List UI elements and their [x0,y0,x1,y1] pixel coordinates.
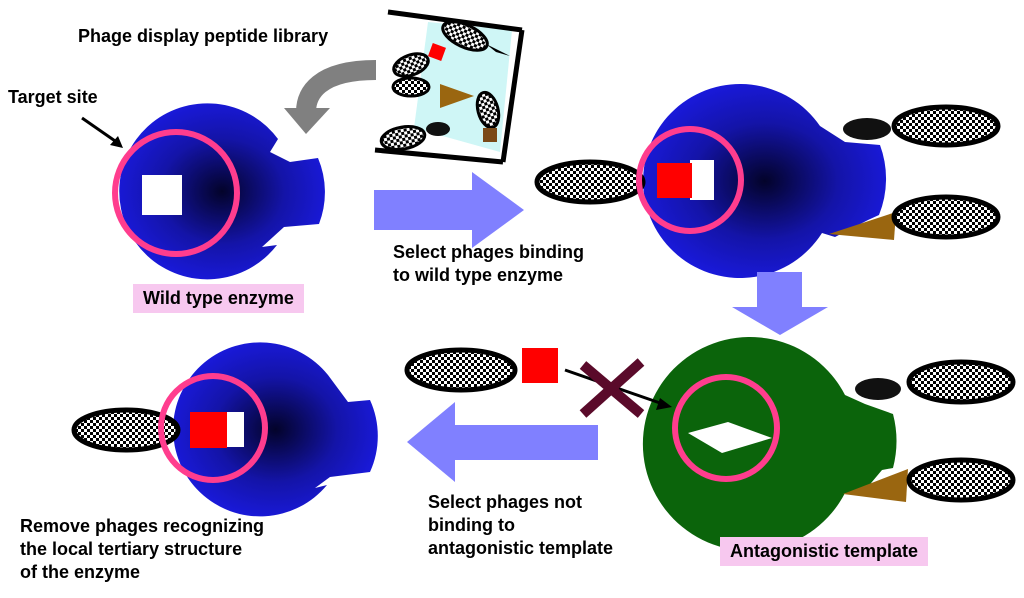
flow-arrow-down [732,272,828,335]
select-not-binding-line-3: antagonistic template [428,538,614,558]
remove-line-1: Remove phages recognizing [20,516,265,536]
flow-arrow-right [374,172,524,248]
select-binding-line-2: to wild type enzyme [393,265,564,285]
select-not-binding-line-2: binding to [428,515,515,535]
rejected-phage [404,347,672,418]
antagonistic-template [642,337,1016,551]
flow-arrow-left [407,402,598,482]
enzyme-with-bound-phages [534,84,1001,279]
library-label: Phage display peptide library [78,26,329,46]
select-binding-label: Select phages binding to wild type enzym… [393,241,584,287]
enzyme-recognized-phage [71,342,378,517]
select-not-binding-line-1: Select phages not [428,492,583,512]
phage-library-box [374,9,525,165]
remove-phages-label: Remove phages recognizing the local tert… [20,515,264,584]
remove-line-3: of the enzyme [20,562,141,582]
wild-type-enzyme-label: Wild type enzyme [133,284,304,313]
reject-cross-icon [579,358,645,418]
wild-type-enzyme [112,103,325,280]
gray-curved-arrow [284,60,377,134]
remove-line-2: the local tertiary structure [20,539,243,559]
select-binding-line-1: Select phages binding [393,242,585,262]
target-site-pointer [81,116,119,145]
target-site-ring [112,129,240,257]
target-site-label: Target site [8,87,98,107]
antagonistic-template-label: Antagonistic template [720,537,929,566]
select-not-binding-label: Select phages not binding to antagonisti… [428,491,613,560]
